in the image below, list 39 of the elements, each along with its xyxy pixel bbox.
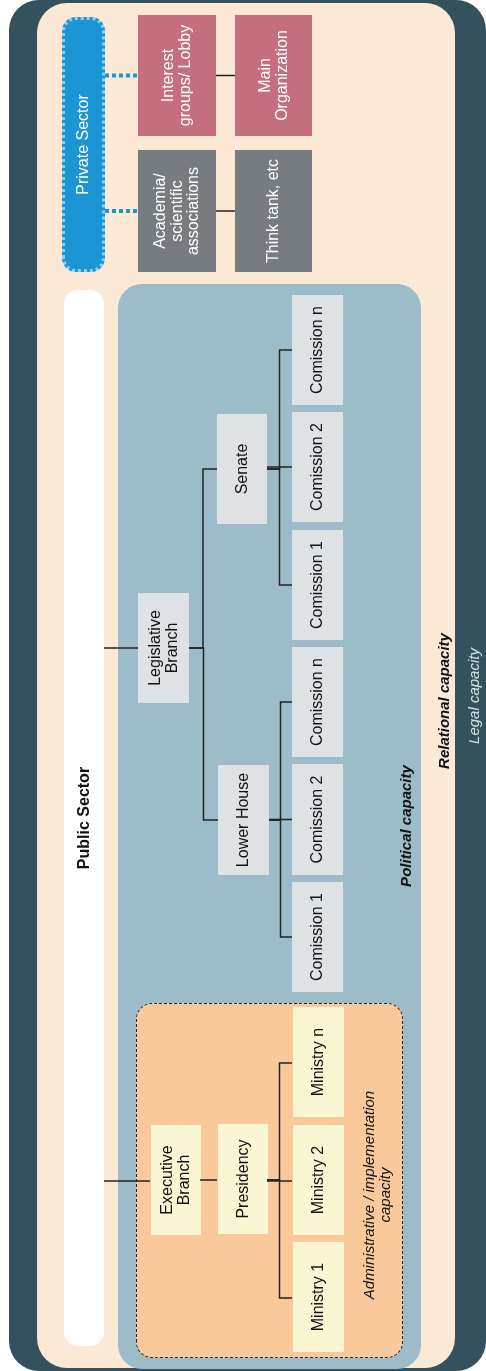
dotted-connector bbox=[105, 73, 138, 78]
connector-line bbox=[215, 210, 236, 212]
chamber-box: Lower House bbox=[218, 765, 269, 875]
group-label: Administrative / implementation capacity bbox=[358, 1089, 394, 1302]
panel-label: Political capacity bbox=[395, 763, 415, 889]
connector-line bbox=[199, 1179, 218, 1181]
commission-box: Comission 2 bbox=[292, 764, 343, 875]
connector-line bbox=[103, 647, 139, 649]
sector-bar: Public Sector bbox=[64, 290, 104, 1346]
connector-line bbox=[188, 468, 218, 649]
connector-line bbox=[266, 349, 293, 470]
org-box: Think tank, etc bbox=[235, 150, 312, 272]
commission-box: Comission n bbox=[292, 295, 343, 405]
chamber-box: Senate bbox=[217, 414, 267, 524]
org-box: Main Organization bbox=[235, 15, 312, 136]
branch-box: Legislative Branch bbox=[138, 593, 189, 703]
commission-box: Comission n bbox=[292, 647, 343, 757]
connector-line bbox=[266, 466, 293, 468]
executive-group bbox=[136, 1003, 403, 1358]
commission-box: Comission 1 bbox=[292, 530, 343, 640]
panel-label: Relational capacity bbox=[433, 631, 453, 771]
ministry-box: Ministry n bbox=[293, 1007, 344, 1117]
connector-line bbox=[215, 74, 236, 77]
panel-label: Legal capacity bbox=[463, 646, 483, 746]
connector-line bbox=[266, 1180, 293, 1182]
connector-line bbox=[103, 1180, 151, 1182]
political-capacity-panel bbox=[118, 284, 421, 1369]
presidency-box: Presidency bbox=[218, 1124, 268, 1234]
branch-box: Executive Branch bbox=[151, 1125, 201, 1235]
dotted-connector bbox=[105, 209, 138, 213]
org-box: Interest groups/ Lobby bbox=[138, 15, 216, 136]
ministry-box: Ministry 1 bbox=[293, 1242, 344, 1352]
sector-bar: Private Sector bbox=[62, 17, 105, 272]
connector-line bbox=[266, 1062, 293, 1181]
connector-line bbox=[268, 701, 293, 821]
org-box: Academia/ scientific associations bbox=[138, 150, 216, 272]
commission-box: Comission 1 bbox=[292, 882, 343, 992]
commission-box: Comission 2 bbox=[292, 412, 343, 522]
ministry-box: Ministry 2 bbox=[293, 1125, 344, 1235]
